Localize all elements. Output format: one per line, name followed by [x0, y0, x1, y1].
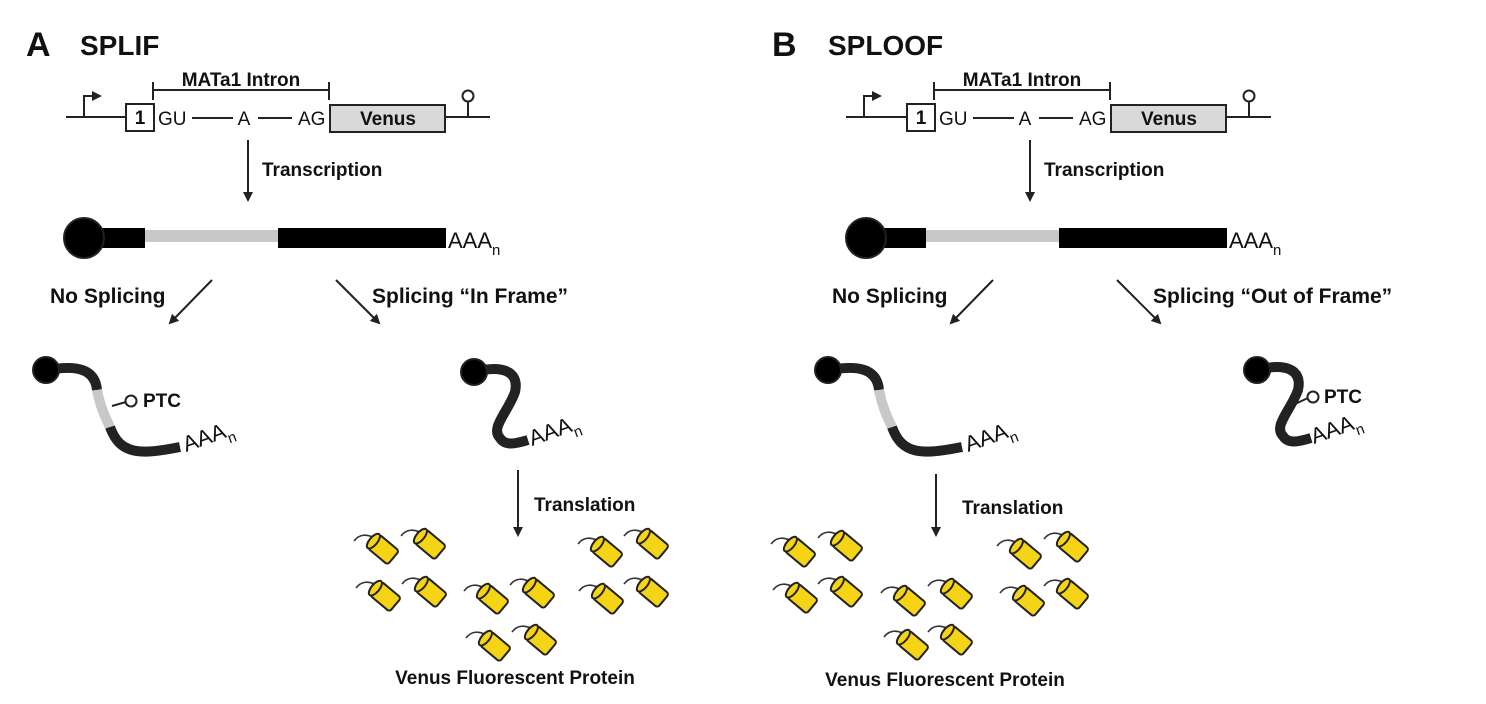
polya-tail: AAAn: [1307, 407, 1367, 454]
spliced-mrna: PTC AAAn: [1243, 356, 1367, 454]
5-cap-icon: [32, 356, 60, 384]
spliced-mrna: AAAn: [460, 358, 585, 456]
splice-5-label: GU: [939, 109, 968, 130]
gene-construct: 1 GU A AG Venus MATa1 Intron: [846, 70, 1271, 133]
5-cap-icon: [1243, 356, 1271, 384]
left-branch-label: No Splicing: [832, 285, 948, 308]
venus-protein-icon: [400, 525, 448, 561]
left-branch-label: No Splicing: [50, 285, 166, 308]
venus-protein-icon: [817, 573, 865, 609]
venus-protein-icon: [999, 582, 1047, 618]
venus-protein-icon: [623, 573, 671, 609]
promoter-arrow-icon: [863, 91, 882, 117]
venus-protein-icon: [927, 621, 975, 657]
ptc-label: PTC: [143, 391, 181, 412]
polya-tail: AAAn: [525, 409, 585, 456]
panel-a: A SPLIF 1 GU A AG Venus MATa1 Intron T: [26, 26, 671, 689]
5-cap-icon: [460, 358, 488, 386]
venus-protein-icon: [996, 535, 1044, 571]
venus-protein-icon: [463, 580, 511, 616]
promoter-arrow-icon: [83, 91, 102, 117]
panel-title: SPLIF: [80, 30, 159, 61]
translation-label: Translation: [534, 495, 635, 516]
panel-letter: A: [26, 26, 51, 64]
venus-protein-icon: [883, 626, 931, 662]
splice-3-label: AG: [298, 109, 325, 130]
right-branch-label: Splicing “Out of Frame”: [1153, 285, 1392, 308]
venus-protein-icon: [880, 582, 928, 618]
ptc-icon: [124, 394, 138, 408]
splice-5-label: GU: [158, 109, 187, 130]
left-branch-arrow-icon: [168, 279, 213, 325]
right-branch-label: Splicing “In Frame”: [372, 285, 568, 308]
venus-protein-icon: [355, 577, 403, 613]
venus-protein-icon: [1043, 528, 1091, 564]
venus-protein-icon: [401, 573, 449, 609]
venus-protein-icon: [772, 579, 820, 615]
right-branch-arrow-icon: [335, 279, 381, 325]
translation-label: Translation: [962, 498, 1063, 519]
exon-1-box: [125, 103, 155, 132]
venus-protein-icon: [817, 527, 865, 563]
venus-box-label: Venus: [360, 109, 416, 130]
5-cap-icon: [63, 217, 105, 259]
exon-1-label: 1: [135, 108, 146, 129]
branch-point-label: A: [1019, 109, 1032, 130]
venus-protein-cluster: [770, 527, 1091, 662]
protein-label: Venus Fluorescent Protein: [825, 670, 1065, 691]
pre-mrna: AAAn: [845, 217, 1281, 259]
transcription-label: Transcription: [1044, 160, 1164, 181]
venus-protein-icon: [927, 575, 975, 611]
intron-label: MATa1 Intron: [182, 70, 301, 91]
polya-tail: AAAn: [448, 228, 500, 259]
5-cap-icon: [814, 356, 842, 384]
ptc-label: PTC: [1324, 387, 1362, 408]
polya-tail: AAAn: [961, 415, 1021, 462]
venus-protein-icon: [465, 627, 513, 663]
pre-mrna: AAAn: [63, 217, 500, 259]
unspliced-mrna: PTC AAAn: [32, 356, 239, 462]
venus-protein-icon: [623, 525, 671, 561]
venus-protein-cluster: [353, 525, 671, 663]
right-branch-arrow-icon: [1116, 279, 1162, 325]
venus-protein-icon: [353, 530, 401, 566]
venus-protein-icon: [578, 580, 626, 616]
venus-box: [329, 104, 446, 133]
exon-1-box: [906, 103, 936, 132]
unspliced-mrna: AAAn: [814, 356, 1021, 462]
protein-label: Venus Fluorescent Protein: [395, 668, 635, 689]
branch-point-label: A: [238, 109, 251, 130]
venus-box-label: Venus: [1141, 109, 1197, 130]
intron-label: MATa1 Intron: [963, 70, 1082, 91]
panel-title: SPLOOF: [828, 30, 943, 61]
5-cap-icon: [845, 217, 887, 259]
venus-protein-icon: [509, 574, 557, 610]
venus-protein-icon: [1043, 575, 1091, 611]
venus-protein-icon: [577, 533, 625, 569]
exon-1-label: 1: [916, 108, 927, 129]
venus-protein-icon: [770, 533, 818, 569]
polya-tail: AAAn: [179, 415, 239, 462]
ptc-icon: [1306, 390, 1320, 404]
left-branch-arrow-icon: [949, 279, 994, 325]
transcription-label: Transcription: [262, 160, 382, 181]
splice-3-label: AG: [1079, 109, 1106, 130]
venus-box: [1110, 104, 1227, 133]
polya-tail: AAAn: [1229, 228, 1281, 259]
panel-letter: B: [772, 26, 797, 64]
venus-protein-icon: [511, 621, 559, 657]
panel-b: B SPLOOF 1 GU A AG Venus MATa1 Intron Tr…: [770, 26, 1392, 691]
gene-construct: 1 GU A AG Venus MATa1 Intron: [66, 70, 490, 133]
